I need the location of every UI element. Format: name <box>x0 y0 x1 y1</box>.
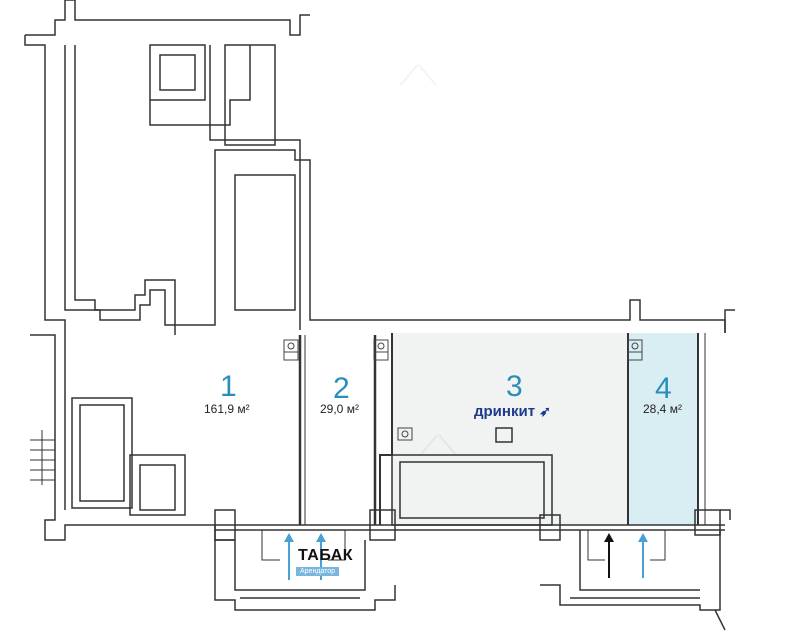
rocket-icon: ➶ <box>539 403 551 419</box>
room-3-fill <box>392 333 628 525</box>
room-4-number: 4 <box>655 372 672 405</box>
room-1-area: 161,9 м² <box>204 402 250 416</box>
room-2-area: 29,0 м² <box>320 402 359 416</box>
room-3-number: 3 <box>506 370 523 403</box>
room-3-brand: дринкит ➶ <box>474 403 551 420</box>
room-4-fill <box>628 333 698 525</box>
watermark: ⟋⟍ <box>420 430 456 462</box>
entrance-arrows <box>284 533 648 580</box>
room-2-number: 2 <box>333 372 350 405</box>
tenant-sign-sublabel: Арендатор <box>296 567 340 576</box>
room-1-number: 1 <box>220 370 237 403</box>
room-4-area: 28,4 м² <box>643 402 682 416</box>
tenant-sign-label: ТАБАК <box>298 547 354 564</box>
room-3-brand-text: дринкит <box>474 403 536 420</box>
walls <box>24 0 735 631</box>
sink-fixtures <box>283 339 643 441</box>
watermark: ⟋⟍ <box>400 60 436 92</box>
